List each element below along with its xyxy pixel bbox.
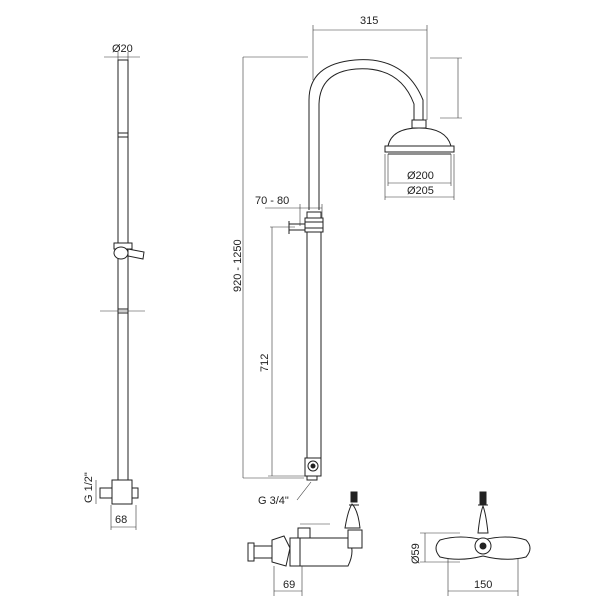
head-inner-diameter-label: Ø200 (407, 170, 434, 182)
valve-front-view: Ø59 150 (410, 491, 531, 596)
side-inlet-connector (99, 487, 113, 499)
arm-reach-label: 315 (360, 15, 378, 27)
valve-wall-plate (247, 542, 255, 562)
valve-inlet-pipe (253, 545, 273, 559)
holder-offset-label: 70 - 80 (255, 195, 289, 207)
side-holder-arm (127, 248, 145, 260)
shower-arm-inner (318, 68, 415, 210)
valve-lever-handle (344, 503, 361, 529)
total-height-label: 920 - 1250 (232, 239, 244, 292)
escutcheon-diameter-label: Ø59 (410, 543, 422, 564)
side-riser-pipe (117, 59, 129, 481)
side-valve-body (111, 479, 133, 505)
valve-front-lever (477, 504, 489, 534)
shower-head-rim (384, 145, 455, 153)
valve-body-side (289, 537, 353, 567)
side-inlet-thread-label: G 1/2" (83, 472, 95, 503)
shower-head-connector (411, 119, 427, 129)
valve-side-view: 69 (247, 491, 363, 596)
front-view: 315 Ø200 Ø205 920 - 1250 (232, 15, 462, 507)
valve-union-nut (271, 535, 291, 567)
shower-arm-outer (308, 59, 424, 210)
front-riser-pipe (306, 211, 322, 459)
head-outer-diameter-label: Ø205 (407, 185, 434, 197)
side-holder-knob (113, 246, 129, 260)
side-wall-offset-label: 68 (115, 514, 127, 526)
front-holder-collar (304, 217, 324, 233)
valve-centres-label: 150 (474, 579, 492, 591)
shower-head-dome (387, 127, 452, 147)
side-view: Ø20 G 1/2" 68 (83, 43, 145, 530)
valve-projection-label: 69 (283, 579, 295, 591)
front-inlet-thread-label: G 3/4" (258, 495, 289, 507)
holder-height-label: 712 (259, 354, 271, 372)
side-pipe-diameter-label: Ø20 (112, 43, 133, 55)
valve-lever-cap (350, 491, 358, 503)
valve-lever-base (347, 529, 363, 549)
